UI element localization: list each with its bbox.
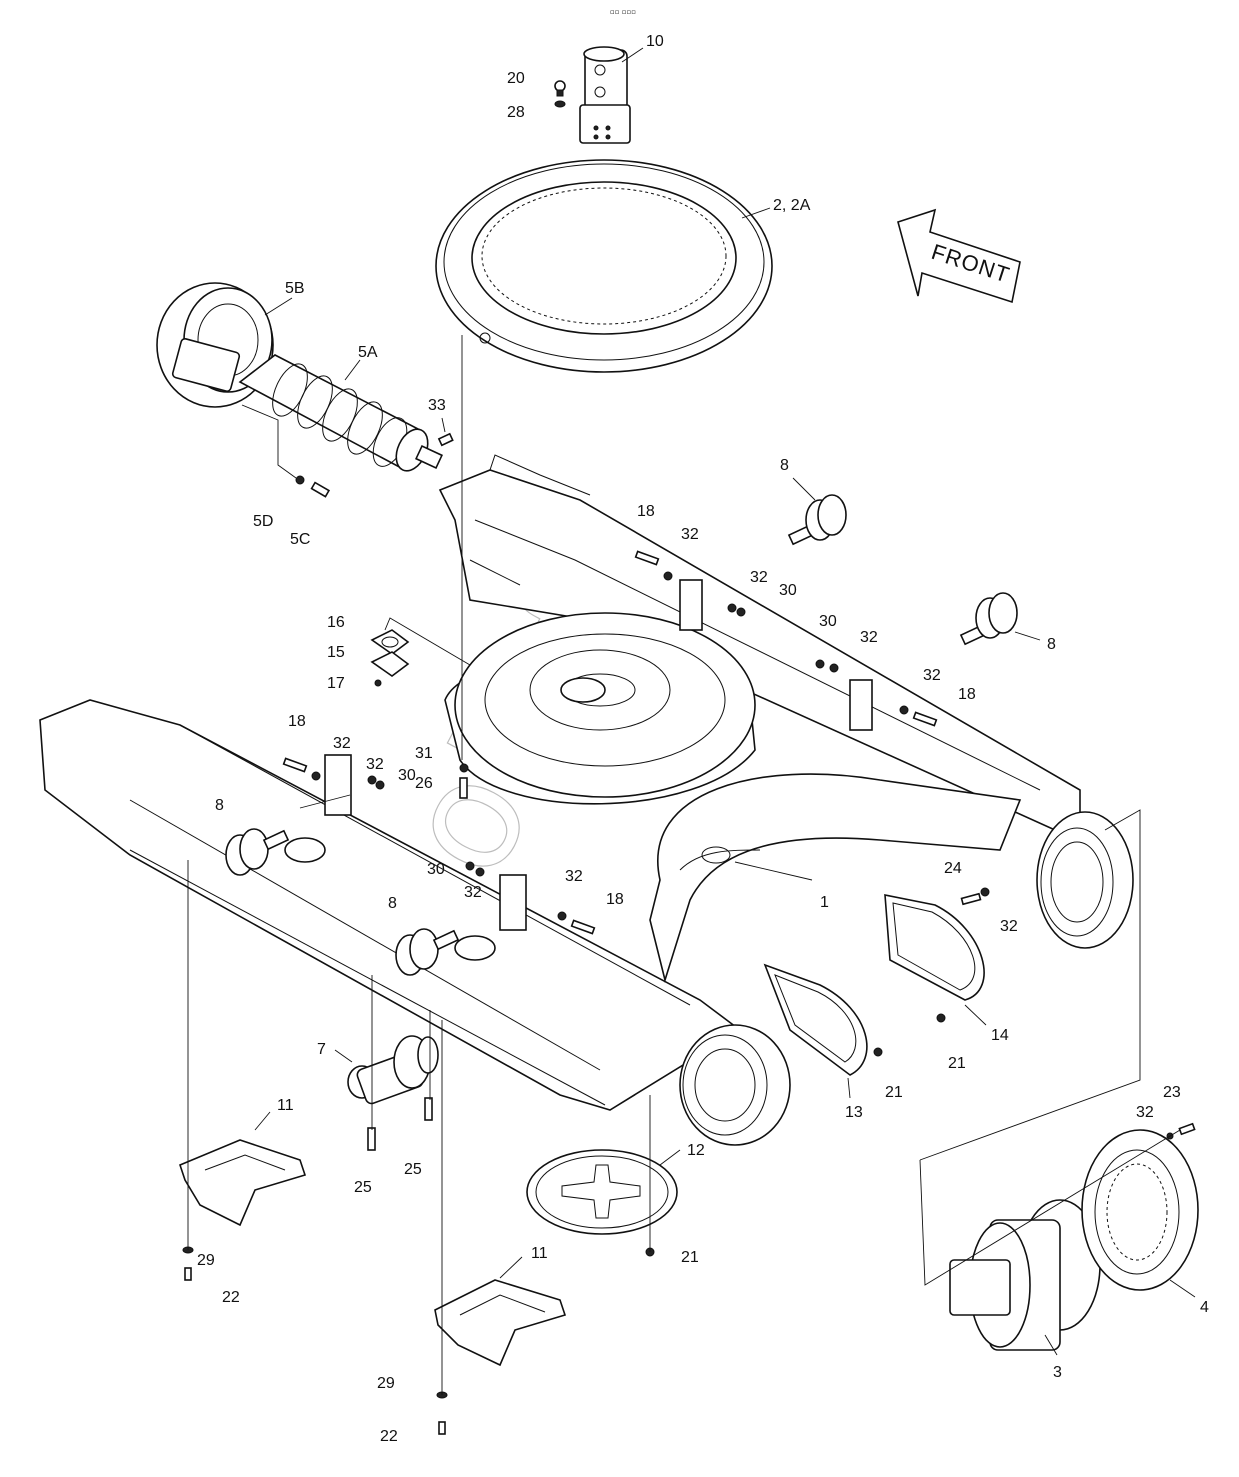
label-21-bottom: 21 bbox=[681, 1249, 699, 1266]
label-32-left: 32 bbox=[333, 735, 351, 752]
label-4: 4 bbox=[1200, 1299, 1209, 1316]
explosion-lines bbox=[187, 335, 1181, 1395]
label-33: 33 bbox=[428, 397, 446, 414]
leader-5d bbox=[241, 404, 297, 479]
label-24: 24 bbox=[944, 860, 962, 877]
label-5a: 5A bbox=[358, 344, 378, 361]
lower-roller-7 bbox=[347, 1035, 439, 1105]
fasteners bbox=[282, 550, 1196, 1257]
label-32-left-b: 32 bbox=[366, 756, 384, 773]
label-32-center-r: 32 bbox=[565, 868, 583, 885]
label-26: 26 bbox=[415, 775, 433, 792]
grease-fitting-33 bbox=[437, 432, 454, 447]
front-arrow: FRONT bbox=[897, 208, 1021, 304]
label-18-center: 18 bbox=[606, 891, 624, 908]
label-23: 23 bbox=[1163, 1084, 1181, 1101]
label-32-top: 32 bbox=[681, 526, 699, 543]
label-8-center: 8 bbox=[388, 895, 397, 912]
label-32-far: 32 bbox=[923, 667, 941, 684]
bolts-25 bbox=[367, 1097, 433, 1151]
label-8-top: 8 bbox=[780, 457, 789, 474]
bolt-20 bbox=[554, 80, 566, 97]
cover-13 bbox=[763, 963, 868, 1076]
travel-motor-3 bbox=[949, 1199, 1101, 1351]
recoil-spring-part bbox=[238, 354, 443, 472]
label-5c: 5C bbox=[290, 531, 310, 548]
washer-28 bbox=[554, 100, 566, 108]
track-frame bbox=[39, 454, 1134, 1146]
label-15: 15 bbox=[327, 644, 345, 661]
upper-roller-8-right bbox=[959, 592, 1018, 646]
label-5d: 5D bbox=[253, 513, 273, 530]
label-28: 28 bbox=[507, 104, 525, 121]
label-21-mid: 21 bbox=[885, 1084, 903, 1101]
label-32-motor: 32 bbox=[1000, 918, 1018, 935]
label-22-left: 22 bbox=[222, 1289, 240, 1306]
label-7: 7 bbox=[317, 1041, 326, 1058]
label-16: 16 bbox=[327, 614, 345, 631]
label-2-2a: 2, 2A bbox=[773, 197, 811, 214]
label-18-far: 18 bbox=[958, 686, 976, 703]
label-8-left: 8 bbox=[215, 797, 224, 814]
swivel-joint-part bbox=[579, 46, 631, 144]
label-30-center: 30 bbox=[427, 861, 445, 878]
upper-roller-8-left bbox=[225, 828, 290, 876]
label-32-mid: 32 bbox=[750, 569, 768, 586]
cover-plate-16-15 bbox=[370, 629, 410, 687]
label-25-right: 25 bbox=[404, 1161, 422, 1178]
track-guard-11-a bbox=[179, 1139, 307, 1227]
label-10: 10 bbox=[646, 33, 664, 50]
label-29-bottom: 29 bbox=[377, 1375, 395, 1392]
label-31: 31 bbox=[415, 745, 433, 762]
label-3: 3 bbox=[1053, 1364, 1062, 1381]
label-11-left: 11 bbox=[277, 1097, 294, 1114]
label-21-right: 21 bbox=[948, 1055, 966, 1072]
part-labels: 10 20 28 2, 2A 5B 5A 33 5D 5C 8 18 32 32… bbox=[197, 33, 1209, 1445]
washers-29-bolts-22 bbox=[182, 1246, 448, 1435]
label-30-mid: 30 bbox=[779, 582, 797, 599]
label-17: 17 bbox=[327, 675, 345, 692]
cover-14 bbox=[884, 894, 985, 1001]
leader-cover bbox=[384, 617, 471, 666]
swing-bearing-ring bbox=[435, 159, 773, 373]
idler-wheel-part bbox=[156, 282, 274, 408]
upper-roller-8-top bbox=[787, 494, 847, 546]
label-13: 13 bbox=[845, 1104, 863, 1121]
center-cover-12 bbox=[526, 1149, 678, 1235]
upper-roller-8-center bbox=[395, 928, 460, 976]
label-20: 20 bbox=[507, 70, 525, 87]
header-mark: ▫▫ ▫▫▫ bbox=[610, 8, 636, 16]
washer-5d bbox=[295, 475, 305, 485]
label-14: 14 bbox=[991, 1027, 1009, 1044]
label-leaders bbox=[254, 47, 1196, 1356]
label-29-left: 29 bbox=[197, 1252, 215, 1269]
sprocket-4 bbox=[1081, 1129, 1199, 1291]
label-12: 12 bbox=[687, 1142, 705, 1159]
label-1: 1 bbox=[820, 894, 829, 911]
label-18-left: 18 bbox=[288, 713, 306, 730]
label-22-bottom: 22 bbox=[380, 1428, 398, 1445]
label-25-left: 25 bbox=[354, 1179, 372, 1196]
label-32-center: 32 bbox=[464, 884, 482, 901]
track-guard-11-b bbox=[434, 1279, 567, 1367]
label-30-left: 30 bbox=[398, 767, 416, 784]
label-5b: 5B bbox=[285, 280, 305, 297]
label-32-right: 32 bbox=[860, 629, 878, 646]
bolt-5c bbox=[310, 481, 331, 498]
label-18-top: 18 bbox=[637, 503, 655, 520]
label-8-right: 8 bbox=[1047, 636, 1056, 653]
label-30-right: 30 bbox=[819, 613, 837, 630]
label-11-bottom: 11 bbox=[531, 1245, 548, 1262]
label-32-sprocket: 32 bbox=[1136, 1104, 1154, 1121]
